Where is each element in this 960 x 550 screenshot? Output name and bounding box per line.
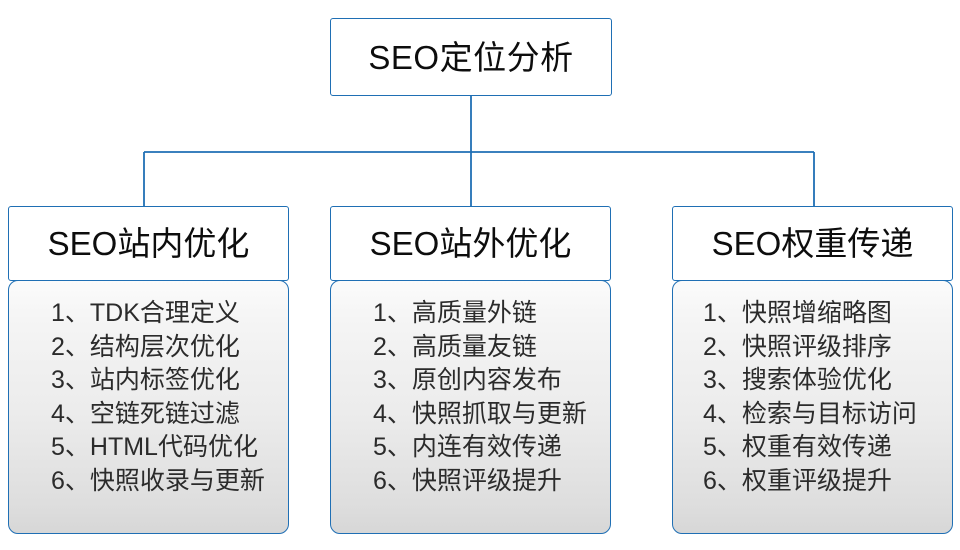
branch-offsite: SEO站外优化 1、高质量外链 2、高质量友链 3、原创内容发布 4、快照抓取与… [330, 206, 611, 534]
list-item: 2、结构层次优化 [51, 332, 240, 361]
list-item: 2、快照评级排序 [703, 332, 892, 361]
list-item: 1、快照增缩略图 [703, 299, 892, 327]
list-item: 5、权重有效传递 [703, 433, 892, 461]
list-item: 5、HTML代码优化 [51, 433, 258, 461]
list-item: 3、搜索体验优化 [703, 366, 892, 394]
list-item: 4、快照抓取与更新 [373, 399, 587, 428]
list-item: 3、原创内容发布 [373, 366, 562, 394]
list-item: 1、TDK合理定义 [51, 299, 240, 327]
branch-offsite-item-list: 1、高质量外链 2、高质量友链 3、原创内容发布 4、快照抓取与更新 5、内连有… [331, 297, 610, 498]
branch-weight-header-label: SEO权重传递 [711, 225, 914, 262]
branch-offsite-header-label: SEO站外优化 [369, 225, 572, 262]
list-item: 3、站内标签优化 [51, 366, 240, 394]
branch-onsite-header[interactable]: SEO站内优化 [8, 206, 289, 281]
list-item: 5、内连有效传递 [373, 433, 562, 461]
branch-onsite-body: 1、TDK合理定义 2、结构层次优化 3、站内标签优化 4、空链死链过滤 5、H… [8, 280, 289, 534]
branch-weight-item-list: 1、快照增缩略图 2、快照评级排序 3、搜索体验优化 4、检索与目标访问 5、权… [673, 297, 952, 498]
branch-weight-body: 1、快照增缩略图 2、快照评级排序 3、搜索体验优化 4、检索与目标访问 5、权… [672, 280, 953, 534]
root-node-label: SEO定位分析 [368, 38, 574, 76]
branch-onsite: SEO站内优化 1、TDK合理定义 2、结构层次优化 3、站内标签优化 4、空链… [8, 206, 289, 534]
list-item: 6、权重评级提升 [703, 466, 892, 495]
list-item: 6、快照评级提升 [373, 466, 562, 495]
list-item: 1、高质量外链 [373, 299, 537, 327]
list-item: 2、高质量友链 [373, 332, 537, 361]
list-item: 6、快照收录与更新 [51, 466, 265, 495]
branch-offsite-body: 1、高质量外链 2、高质量友链 3、原创内容发布 4、快照抓取与更新 5、内连有… [330, 280, 611, 534]
list-item: 4、检索与目标访问 [703, 399, 917, 428]
branch-onsite-header-label: SEO站内优化 [47, 225, 250, 262]
branch-weight-header[interactable]: SEO权重传递 [672, 206, 953, 281]
root-node[interactable]: SEO定位分析 [330, 18, 612, 96]
branch-weight: SEO权重传递 1、快照增缩略图 2、快照评级排序 3、搜索体验优化 4、检索与… [672, 206, 953, 534]
branch-offsite-header[interactable]: SEO站外优化 [330, 206, 611, 281]
branch-onsite-item-list: 1、TDK合理定义 2、结构层次优化 3、站内标签优化 4、空链死链过滤 5、H… [9, 297, 288, 498]
list-item: 4、空链死链过滤 [51, 399, 240, 428]
